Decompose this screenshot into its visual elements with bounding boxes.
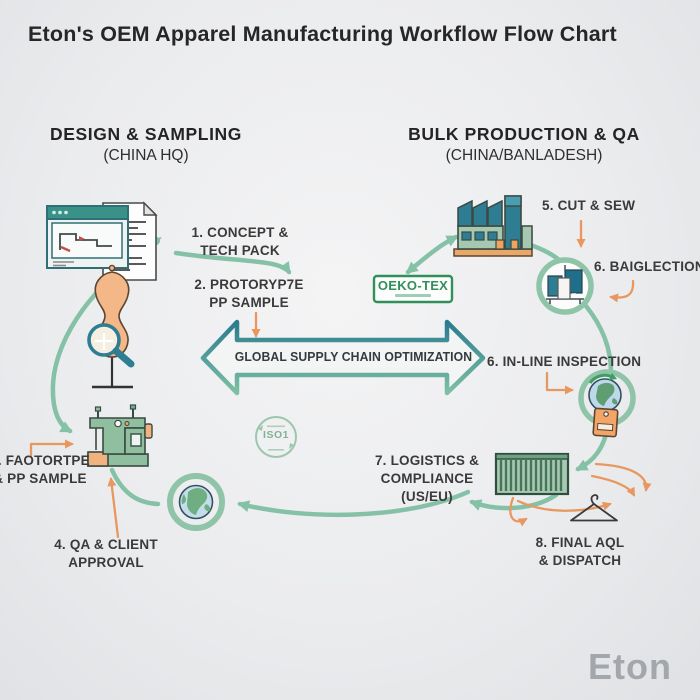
oeko-tex-badge bbox=[372, 274, 454, 304]
eton-logo: Eton bbox=[588, 646, 672, 687]
arrow-inline-elbow bbox=[545, 371, 574, 395]
section-design-title: DESIGN & SAMPLING bbox=[49, 124, 243, 144]
iso-stamp-label: ISO1 bbox=[263, 429, 289, 441]
hanger-icon bbox=[570, 494, 618, 522]
shipping-container-icon bbox=[494, 452, 570, 496]
oeko-tex-text: OEKO-TEX bbox=[377, 278, 449, 293]
step-baiglection: 6. BAIGLECTION bbox=[594, 259, 700, 274]
arrow-dispatch-4 bbox=[509, 496, 528, 527]
supply-chain-banner-label: GLOBAL SUPPLY CHAIN OPTIMIZATION bbox=[234, 349, 473, 364]
flow-arrows-orange bbox=[29, 219, 652, 539]
section-production-title: BULK PRODUCTION & QA bbox=[408, 124, 640, 144]
globe-tag-icon bbox=[578, 369, 636, 438]
arrow-dispatch-2 bbox=[590, 474, 636, 497]
globe-icon bbox=[167, 473, 225, 531]
section-design-sampling: DESIGN & SAMPLING (CHINA HQ) bbox=[36, 124, 256, 165]
arrow-oeko-factory bbox=[405, 234, 459, 275]
magnifier-icon bbox=[87, 323, 135, 368]
arrow-step6-elbow bbox=[609, 279, 635, 303]
iso-stamp-icon bbox=[255, 416, 297, 458]
arrow-container-left bbox=[469, 492, 559, 511]
section-bulk-production: BULK PRODUCTION & QA (CHINA/BANLADESH) bbox=[398, 124, 650, 165]
section-production-subtitle: (CHINA/BANLADESH) bbox=[445, 147, 603, 164]
sewing-machine-icon bbox=[87, 404, 153, 467]
section-design-subtitle: (CHINA HQ) bbox=[103, 147, 189, 164]
step-qa-client-approval: 4. QA & CLIENT APPROVAL bbox=[54, 537, 158, 570]
arrow-step3-elbow bbox=[29, 439, 74, 458]
oeko-tex-subtext-mark bbox=[395, 294, 431, 297]
arrow-machine-to-globe bbox=[109, 467, 161, 507]
oeko-tex-label: OEKO-TEX bbox=[374, 276, 452, 302]
page-title: Eton's OEM Apparel Manufacturing Workflo… bbox=[28, 22, 617, 46]
step-factory-pp-sample: 2. FAOTORTPE & PP SAMPLE bbox=[0, 453, 90, 486]
arrow-step4-up bbox=[107, 477, 120, 539]
cad-software-window-icon bbox=[46, 205, 129, 269]
arrow-dispatch-3 bbox=[516, 499, 612, 512]
step-concept-tech-pack: 1. CONCEPT & TECH PACK bbox=[191, 225, 289, 258]
arrow-step1-to-step2 bbox=[173, 250, 292, 275]
step-final-aql-dispatch: 8. FINAL AQL & DISPATCH bbox=[535, 535, 625, 568]
arrow-bottom-to-globe bbox=[237, 489, 471, 518]
step-logistics-compliance: 7. LOGISTICS & COMPLIANCE (US/EU) bbox=[374, 453, 480, 504]
garments-circle-icon bbox=[536, 257, 594, 315]
step-prototype-pp-sample: 2. PROTORYP7E PP SAMPLE bbox=[194, 277, 304, 310]
arrow-garments-to-globetag bbox=[583, 303, 614, 375]
supply-chain-banner-arrow bbox=[200, 319, 486, 396]
step-inline-inspection: 6. IN-LINE INSPECTION bbox=[487, 354, 642, 369]
factory-icon bbox=[453, 195, 533, 257]
step-cut-and-sew: 5. CUT & SEW bbox=[542, 198, 636, 213]
arrow-dispatch-1 bbox=[594, 462, 652, 492]
